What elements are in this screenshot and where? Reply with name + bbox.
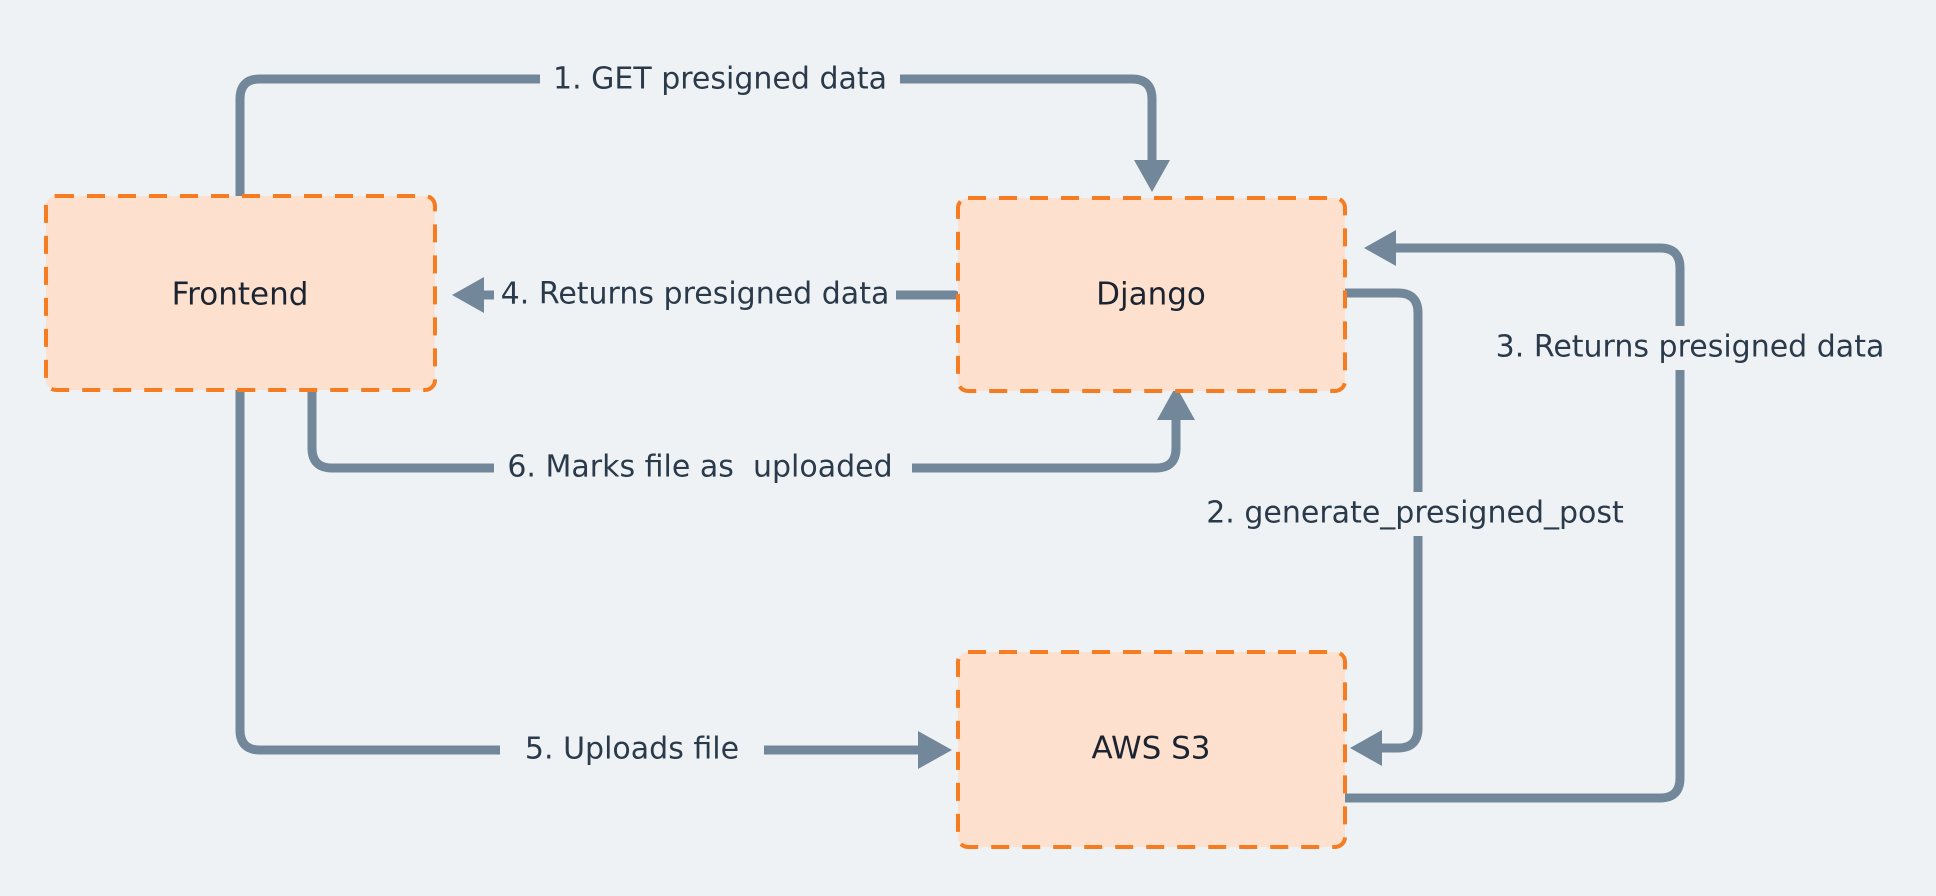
edge-3-label: 3. Returns presigned data — [1496, 330, 1885, 365]
edge-2-label: 2. generate_presigned_post — [1206, 496, 1624, 531]
edge-5-line — [235, 385, 925, 755]
edge-3-returns-presigned-data: 3. Returns presigned data — [1340, 230, 1910, 803]
edge-4-returns-presigned-data: 4. Returns presigned data — [452, 273, 960, 317]
edge-5-arrowhead — [918, 731, 952, 769]
node-django[interactable]: Django — [956, 196, 1347, 393]
edge-6-label: 6. Marks file as uploaded — [507, 450, 892, 485]
edge-4-label-backdrop — [494, 273, 896, 317]
edge-3-arrowhead — [1364, 230, 1396, 266]
edge-5-label: 5. Uploads file — [525, 732, 739, 767]
node-django-label: Django — [1096, 277, 1206, 313]
edge-6-marks-file-as-uploaded: 6. Marks file as uploaded — [307, 386, 1195, 490]
node-frontend[interactable]: Frontend — [44, 194, 437, 392]
edge-4-label: 4. Returns presigned data — [501, 277, 890, 312]
edge-1-label: 1. GET presigned data — [553, 62, 887, 97]
node-django-box[interactable] — [956, 196, 1347, 393]
edge-3-label-backdrop — [1470, 326, 1910, 370]
edge-1-label-backdrop — [540, 58, 900, 100]
node-frontend-label: Frontend — [172, 277, 309, 313]
edge-4-arrowhead — [452, 277, 484, 313]
edge-1-get-presigned-data: 1. GET presigned data — [235, 58, 1170, 201]
node-aws-s3[interactable]: AWS S3 — [956, 650, 1347, 849]
node-aws-s3-label: AWS S3 — [1091, 731, 1210, 767]
edge-1-arrowhead — [1134, 160, 1170, 192]
edge-5-label-backdrop — [500, 728, 764, 772]
edge-5-uploads-file: 5. Uploads file — [235, 385, 952, 772]
edge-6-arrowhead — [1157, 386, 1195, 420]
edge-2-generate-presigned-post: 2. generate_presigned_post — [1190, 288, 1640, 766]
edge-2-label-backdrop — [1190, 492, 1640, 536]
node-frontend-box[interactable] — [44, 194, 437, 392]
edge-2-arrowhead — [1350, 730, 1382, 766]
edge-3-line — [1340, 243, 1685, 803]
node-aws-s3-box[interactable] — [956, 650, 1347, 849]
edge-6-label-backdrop — [494, 446, 912, 490]
